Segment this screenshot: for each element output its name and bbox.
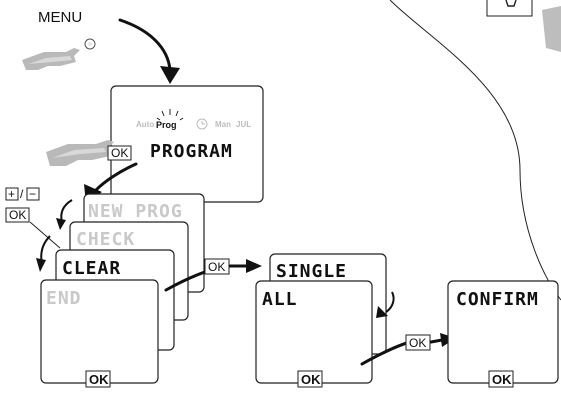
transition-ok-label-1: OK: [208, 260, 225, 274]
plus-label: +: [8, 187, 15, 201]
stack-ok-button[interactable]: [85, 370, 111, 388]
program-ok-label: OK: [111, 146, 128, 160]
clock-icon: [196, 118, 208, 130]
arrow-single-to-all: [385, 291, 395, 313]
mode-man: Man: [215, 120, 231, 129]
lcd-new-prog: NEW PROG: [88, 201, 183, 222]
clear-ok-label: OK: [301, 372, 321, 387]
clear-ok-button[interactable]: [297, 370, 323, 388]
hand-icon-top-right: [542, 6, 561, 52]
arrow-program-to-stack: [94, 162, 138, 192]
arrow-head-clear-single: [246, 259, 262, 273]
device-corner-knob: [505, 0, 517, 7]
ok-hand-icon: [46, 140, 114, 166]
menu-hand-icon: [22, 48, 80, 70]
mode-jul: JUL: [236, 120, 251, 129]
minus-label: −: [29, 187, 36, 201]
transition-ok-label-2: OK: [409, 336, 426, 350]
side-ok-connector: [29, 221, 61, 249]
plus-button[interactable]: [5, 187, 19, 201]
minus-button[interactable]: [26, 187, 40, 201]
slash-label: /: [20, 187, 24, 201]
prog-highlight-rays-icon: [156, 109, 184, 121]
confirm-ok-button[interactable]: [488, 370, 514, 388]
lcd-single: SINGLE: [276, 261, 347, 282]
stack-ok-label: OK: [89, 372, 109, 387]
side-ok-label: OK: [9, 208, 26, 222]
program-lcd-text: PROGRAM: [150, 141, 233, 162]
arrow-step-1: [60, 199, 73, 223]
device-outline: [389, 0, 561, 301]
lcd-check: CHECK: [76, 229, 135, 250]
mode-prog: Prog: [156, 120, 177, 130]
arrow-head-menu: [160, 66, 180, 84]
lcd-end: END: [46, 288, 82, 309]
arrow-menu-to-program: [118, 18, 172, 72]
mode-auto: Auto: [136, 120, 154, 129]
device-corner-box: [486, 0, 533, 17]
side-ok-button[interactable]: [5, 207, 30, 223]
lcd-clear: CLEAR: [62, 258, 121, 279]
confirm-ok-label: OK: [492, 372, 512, 387]
lcd-confirm: CONFIRM: [456, 289, 539, 310]
program-ok-button[interactable]: [107, 145, 132, 161]
lcd-all: ALL: [262, 289, 298, 310]
menu-label: MENU: [38, 9, 82, 26]
